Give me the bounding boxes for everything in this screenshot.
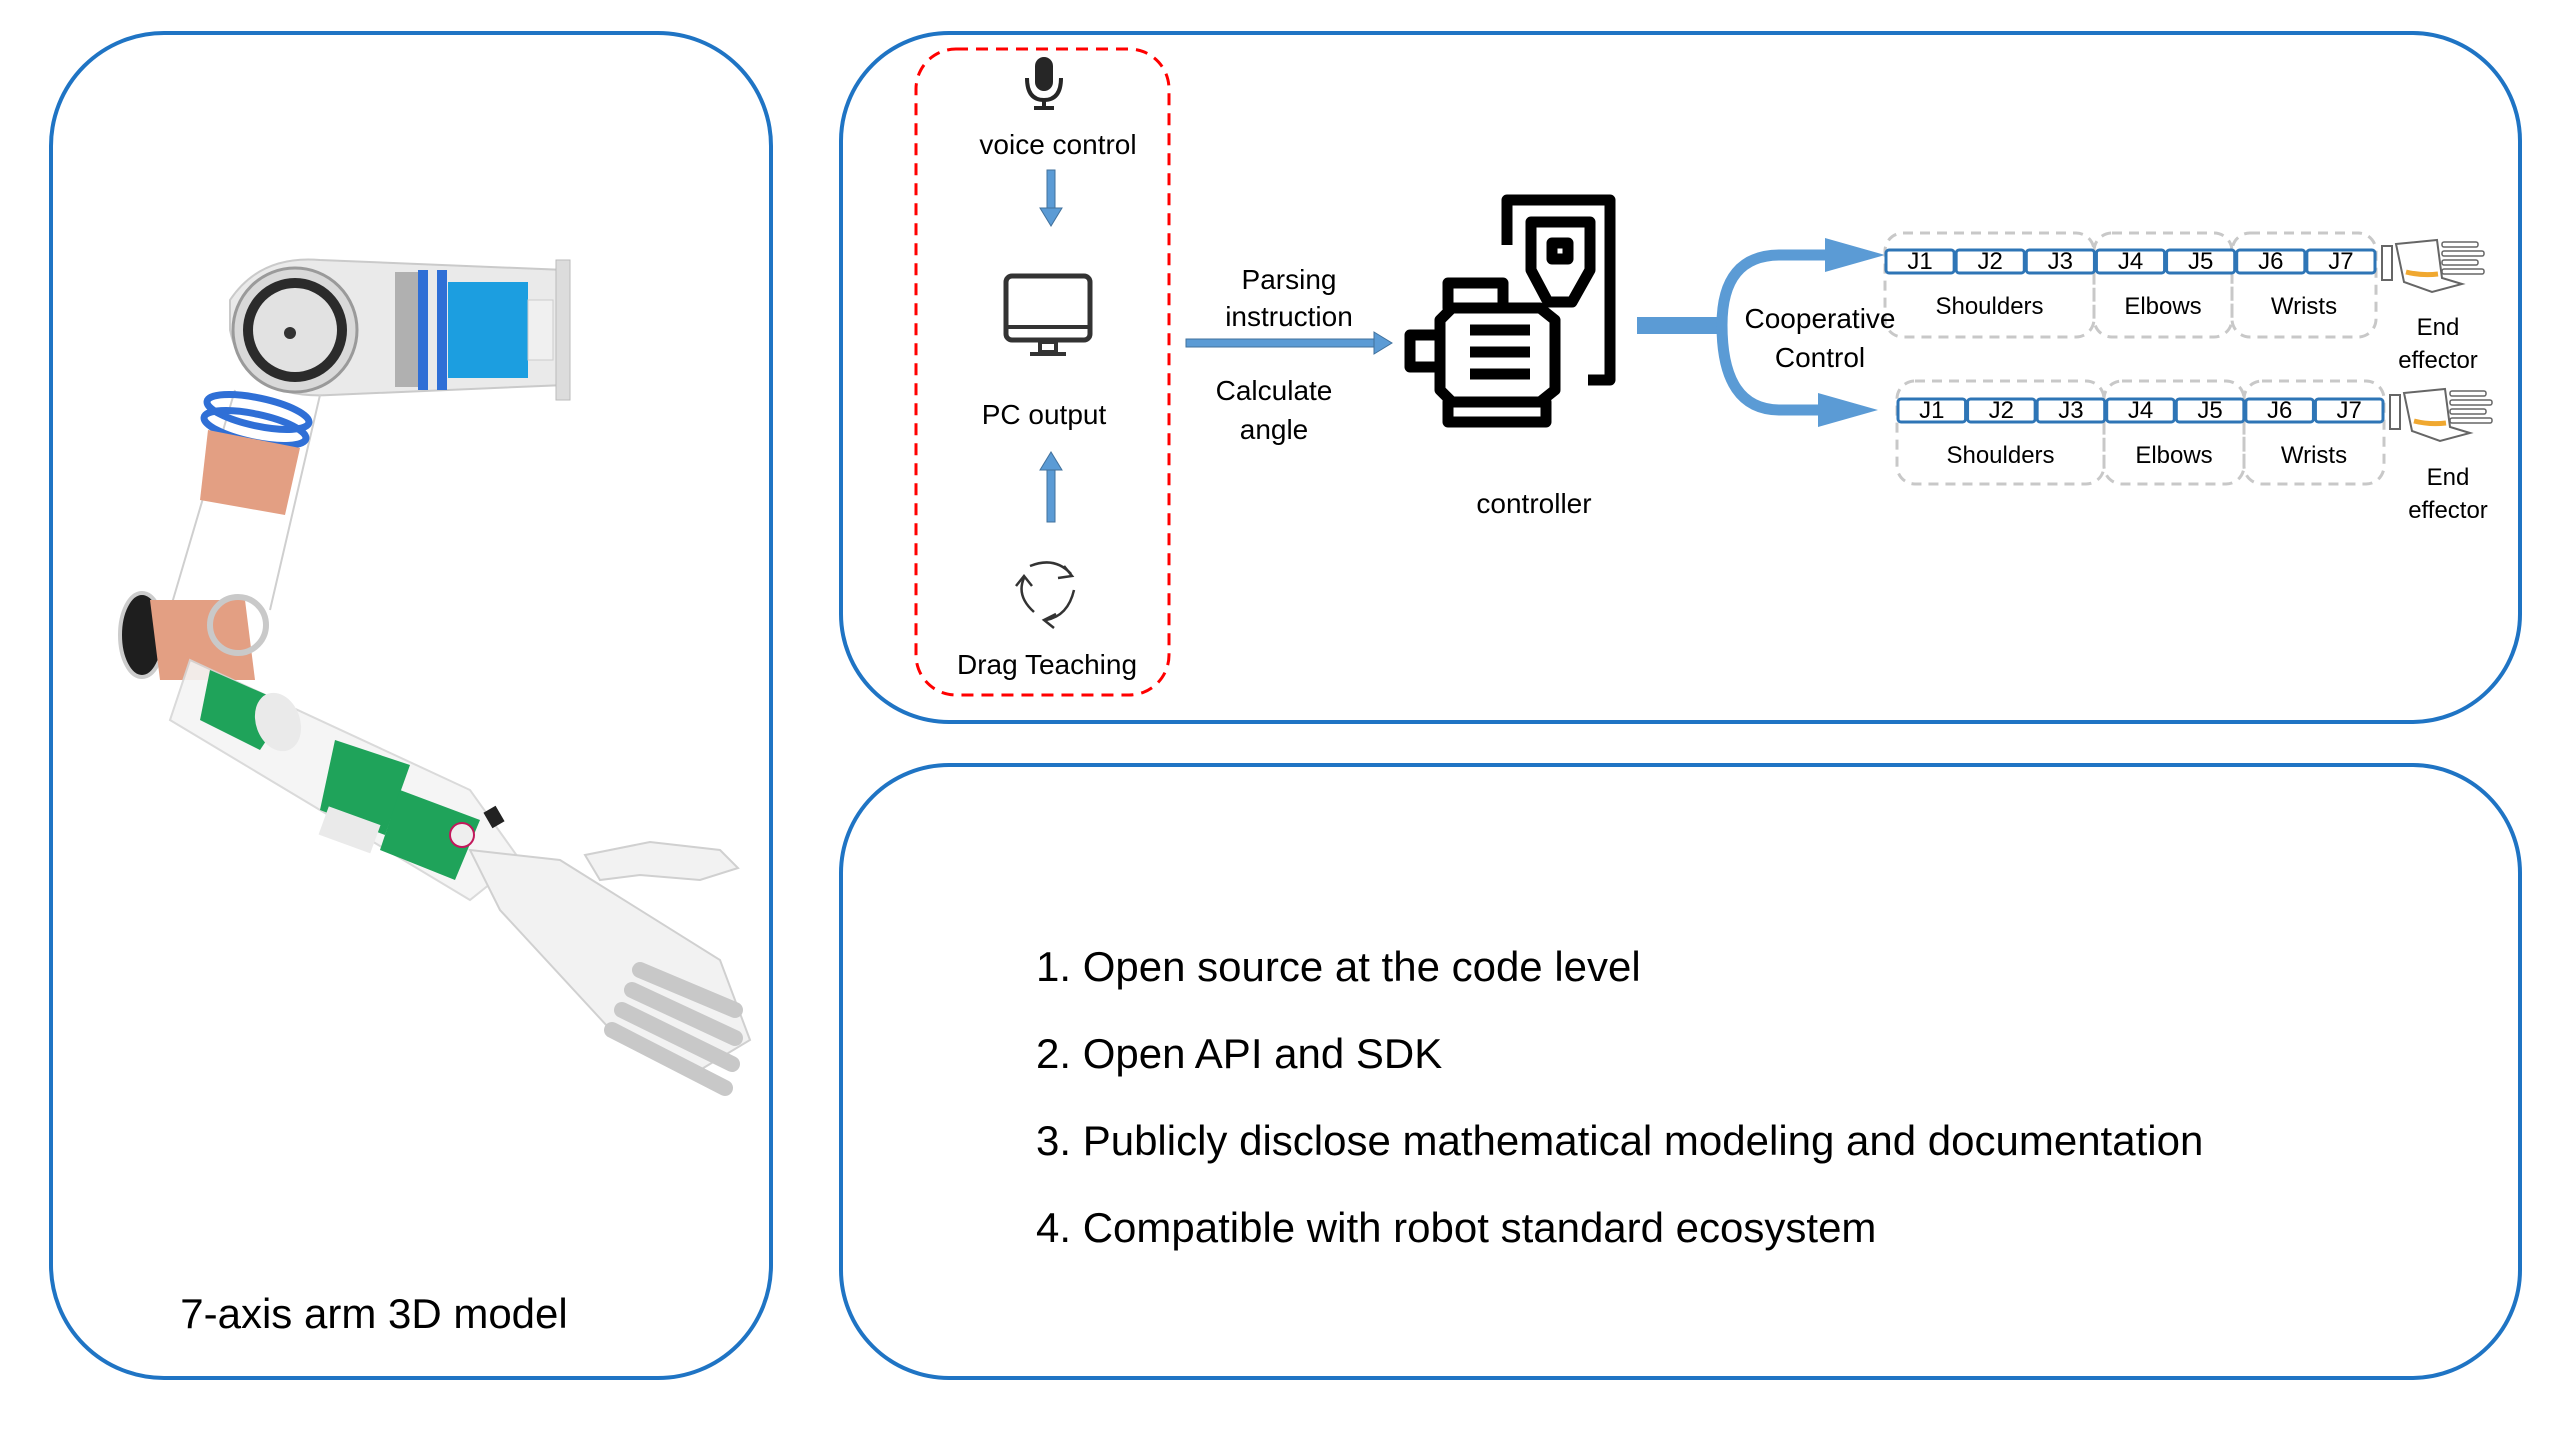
upper-arm-link — [169, 389, 321, 611]
joint-label: J5 — [2187, 247, 2214, 275]
feature-item-3: 3. Publicly disclose mathematical modeli… — [1036, 1117, 2204, 1164]
monitor-icon — [1003, 273, 1093, 356]
drag-teaching-label: Drag Teaching — [956, 648, 1138, 680]
joint-group-box — [2230, 231, 2378, 339]
angle-label: angle — [1239, 413, 1309, 445]
robot-hand-icon — [2381, 238, 2485, 294]
forearm — [168, 658, 522, 902]
arm-model-panel — [49, 31, 773, 1380]
joint-label: J7 — [2336, 396, 2362, 424]
joint-cell — [1966, 397, 2037, 424]
joint-group-box — [1883, 231, 2096, 339]
end-effector-label: effector — [2398, 347, 2478, 375]
feature-item-1: 1. Open source at the code level — [1036, 943, 1641, 990]
calculate-label: Calculate — [1215, 374, 1333, 406]
feature-item-2: 2. Open API and SDK — [1036, 1030, 1443, 1077]
joint-cell — [1954, 248, 2026, 275]
joint-group-label: Elbows — [2124, 293, 2202, 321]
joint-label: J5 — [2197, 396, 2223, 424]
joint-group-label: Elbows — [2135, 442, 2213, 470]
joint-group-label: Wrists — [2280, 442, 2348, 470]
motor-controller-icon — [1404, 194, 1616, 428]
joint-cell — [2024, 248, 2096, 275]
input-sources-group — [914, 47, 1171, 697]
arrow-down-to-pc — [1039, 169, 1063, 227]
control-label: Control — [1774, 341, 1866, 373]
joint-group-label: Shoulders — [1946, 442, 2055, 470]
joint-cell — [2094, 248, 2167, 275]
joint-label: J3 — [2058, 396, 2084, 424]
cycle-arrows-icon — [1015, 561, 1076, 629]
robotic-hand — [468, 840, 752, 1096]
end-effector-label: End — [2426, 464, 2470, 492]
joint-cell — [1884, 248, 1956, 275]
pc-output-label: PC output — [981, 398, 1107, 430]
cooperative-branch-arrows — [1637, 238, 1885, 427]
joint-group-box — [2102, 379, 2246, 486]
joint-label: J3 — [2047, 247, 2074, 275]
joint-group-label: Wrists — [2270, 293, 2338, 321]
joint-cell — [2305, 248, 2377, 275]
joint-cell — [2244, 397, 2315, 424]
feature-item-4: 4. Compatible with robot standard ecosys… — [1036, 1204, 1877, 1251]
elbow-joint — [118, 591, 269, 680]
joint-group-box — [2242, 379, 2386, 486]
joint-group-label: Shoulders — [1935, 293, 2044, 321]
joint-label: J1 — [1919, 396, 1945, 424]
joint-label: J2 — [1977, 247, 2003, 275]
voice-control-label: voice control — [979, 128, 1137, 160]
arm-model-caption: 7-axis arm 3D model — [180, 1289, 568, 1337]
control-flow-panel — [839, 31, 2522, 724]
end-effector-label: effector — [2408, 497, 2488, 525]
parsing-label: Parsing — [1241, 263, 1337, 295]
joint-group-box — [1895, 379, 2106, 486]
end-effector-label: End — [2416, 314, 2460, 342]
arrow-up-to-pc — [1039, 451, 1063, 523]
joint-cell — [2174, 397, 2246, 424]
controller-label: controller — [1476, 487, 1592, 519]
joint-label: J4 — [2127, 396, 2154, 424]
robot-hand-icon — [2389, 387, 2493, 443]
joint-label: J1 — [1907, 247, 1933, 275]
joint-cell — [1896, 397, 1968, 424]
joint-cell — [2105, 397, 2176, 424]
microphone-icon — [1025, 57, 1063, 110]
joint-label: J6 — [2266, 396, 2293, 424]
cooperative-label: Cooperative — [1744, 302, 1896, 334]
arrow-to-controller — [1185, 331, 1393, 355]
joint-cell — [2035, 397, 2107, 424]
joint-cell — [2235, 248, 2307, 275]
joint-label: J7 — [2328, 247, 2354, 275]
instruction-label: instruction — [1225, 300, 1353, 332]
joint-label: J4 — [2117, 247, 2144, 275]
upper-joint — [229, 258, 571, 401]
features-panel — [839, 763, 2522, 1380]
joint-label: J2 — [1988, 396, 2015, 424]
joint-label: J6 — [2258, 247, 2284, 275]
joint-cell — [2165, 248, 2237, 275]
joint-group-box — [2092, 231, 2234, 339]
joint-cell — [2313, 397, 2385, 424]
